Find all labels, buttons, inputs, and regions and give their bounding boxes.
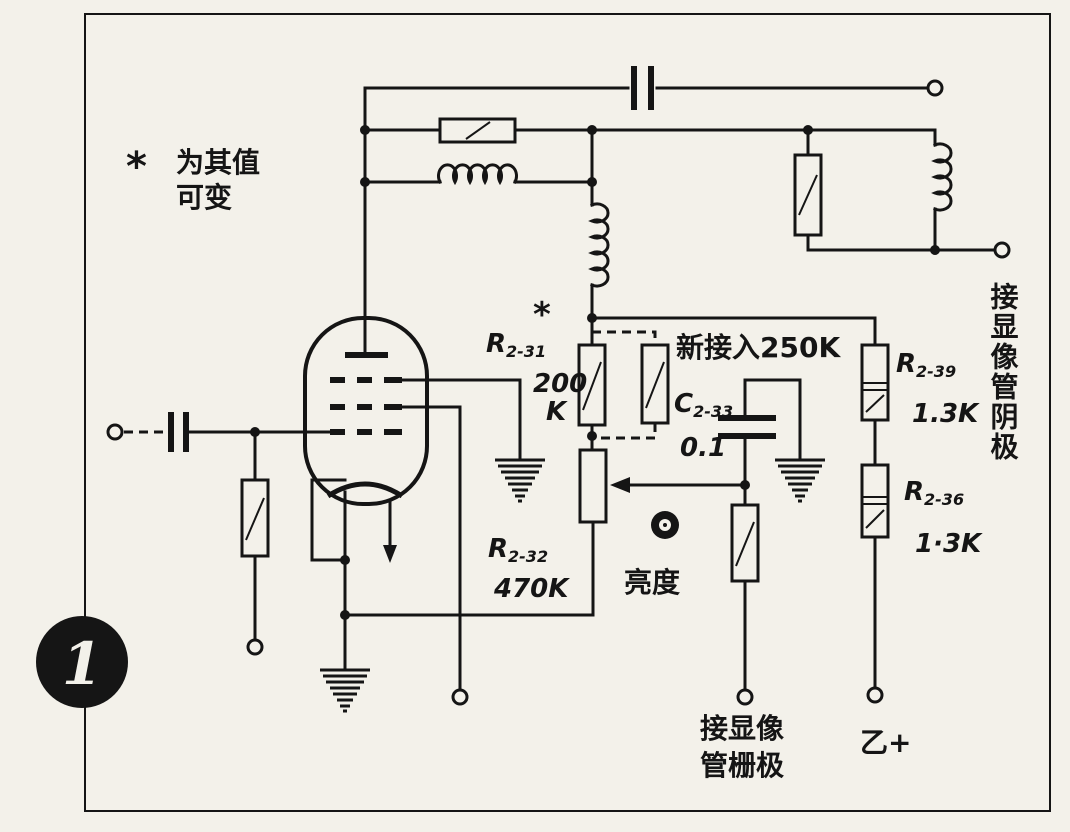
crt-grid-resistor [730, 503, 760, 583]
wire-screen-grid [400, 378, 522, 460]
r236-designator: R2-36 [904, 477, 964, 509]
cathode-loop [310, 478, 347, 562]
dashed-wire-new-top [592, 330, 657, 345]
junction-dot [360, 125, 370, 135]
r236-letter: R [904, 477, 924, 507]
tube-envelope [303, 316, 429, 506]
r236-subscript: 2-36 [924, 490, 964, 509]
figure-number: 1 [62, 630, 102, 698]
series-inductor-coil [437, 163, 518, 186]
brightness-label: 亮度 [624, 566, 680, 599]
wire-pot-to-cathode [343, 520, 595, 617]
resistor-new-250k [640, 343, 670, 425]
wire-to-b-plus-chain [590, 316, 877, 347]
ground-icon [320, 670, 370, 711]
junction-dot [803, 125, 813, 135]
wire-plate-to-top [363, 86, 630, 354]
r232-letter: R [488, 534, 508, 564]
grid-terminal-label-line1: 接显像 [700, 712, 785, 745]
input-terminal [106, 423, 124, 441]
potentiometer-r2-32 [578, 448, 608, 524]
series-resistor [438, 117, 517, 144]
tube-cathode [326, 481, 404, 499]
c233-designator: C2-33 [674, 389, 733, 421]
r239-subscript: 2-39 [916, 362, 956, 381]
r231-value-line1: 200 [533, 369, 587, 399]
r232-value: 470K [493, 574, 570, 604]
grid-leak-terminal [246, 638, 264, 656]
r231-letter: R [486, 329, 506, 359]
resistor-r2-39 [860, 343, 890, 422]
r239-value: 1.3K [912, 399, 980, 429]
junction-dot [740, 480, 750, 490]
grid-leak-resistor [240, 478, 270, 558]
ground-icon [495, 460, 545, 501]
figure-badge [36, 616, 128, 708]
vertical-inductor-coil [588, 202, 610, 288]
ground-icon [775, 460, 825, 501]
junction-dot [587, 431, 597, 441]
r231-subscript: 2-31 [506, 342, 546, 361]
lower-terminal [451, 688, 469, 706]
parallel-resistor [793, 153, 823, 237]
junction-dot [340, 610, 350, 620]
cathode-output-terminal [993, 241, 1011, 259]
parallel-inductor-coil [931, 142, 953, 212]
cathode-terminal-label: 接显像管阴极 [987, 282, 1020, 462]
junction-dot [360, 177, 370, 187]
dashed-wire-new-bottom [598, 423, 657, 440]
note-asterisk: * [126, 144, 147, 190]
resistor-r2-36 [860, 463, 890, 539]
crt-grid-terminal [736, 688, 754, 706]
new-resistor-label: 新接入250K [676, 331, 841, 364]
c233-value: 0.1 [680, 433, 726, 463]
wiper-arrow-icon [610, 477, 630, 493]
wire-suppressor-grid [400, 405, 462, 692]
r232-designator: R2-32 [488, 534, 548, 566]
diagram-frame [84, 13, 1051, 812]
junction-dot [587, 125, 597, 135]
r231-value-line2: K [546, 397, 568, 427]
wire-c233-to-ground [743, 378, 802, 460]
b-plus-label: 乙+ [860, 726, 911, 759]
arrow-down-icon [383, 545, 397, 563]
variable-marker: * [533, 295, 551, 335]
brightness-knob-icon [651, 511, 679, 539]
c233-subscript: 2-33 [693, 402, 733, 421]
r231-designator: R2-31 [486, 329, 546, 361]
c233-letter: C [674, 389, 693, 419]
junction-dot [587, 177, 597, 187]
top-output-terminal [926, 79, 944, 97]
note-line1: 为其值 [176, 146, 260, 179]
wire-cathode-output [806, 233, 997, 252]
r239-letter: R [896, 349, 916, 379]
r232-subscript: 2-32 [508, 547, 548, 566]
r236-value: 1·3K [915, 529, 983, 559]
grid-terminal-label-line2: 管栅极 [700, 749, 784, 782]
junction-dot [340, 555, 350, 565]
r239-designator: R2-39 [896, 349, 956, 381]
junction-dot [930, 245, 940, 255]
wire-series-resistor-right [513, 128, 937, 147]
b-plus-terminal [866, 686, 884, 704]
note-line2: 可变 [176, 181, 232, 214]
